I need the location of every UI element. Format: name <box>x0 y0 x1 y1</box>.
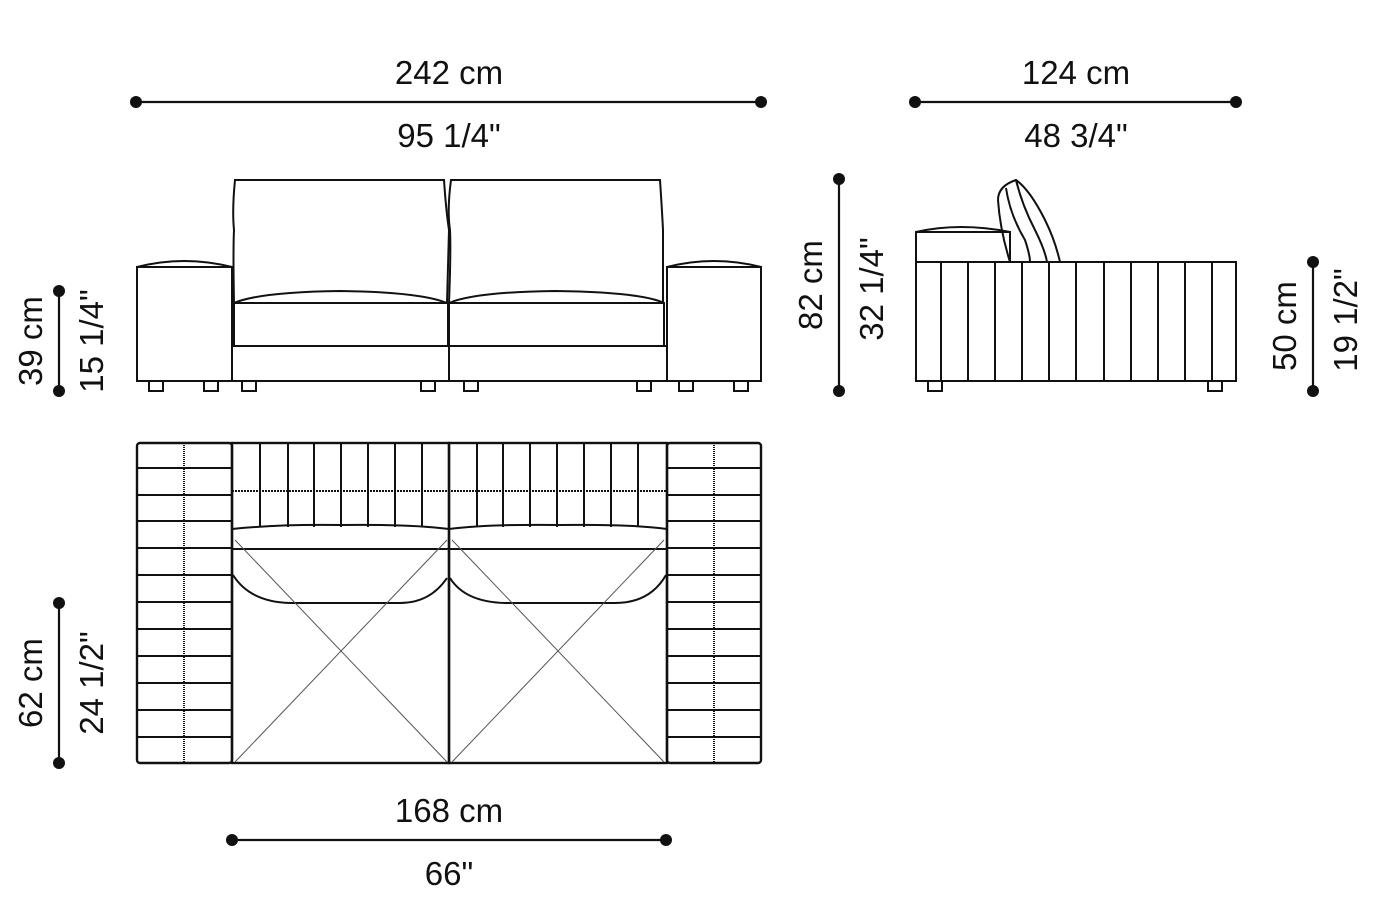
side-ribs <box>940 262 1213 381</box>
right-arm-ribs <box>667 467 761 738</box>
seat-width-dimension: 168 cm 66" <box>226 792 672 892</box>
seat-width-imperial: 66" <box>425 855 473 892</box>
seat-depth-dimension: 62 cm 24 1/2" <box>12 597 110 769</box>
seat-width-metric: 168 cm <box>395 792 503 829</box>
sofa-feet <box>148 380 749 392</box>
back-ribs <box>259 443 639 527</box>
overall-height-imperial: 32 1/4" <box>853 237 890 340</box>
side-view <box>915 178 1237 392</box>
overall-depth-imperial: 48 3/4" <box>1024 117 1127 154</box>
seat-depth-metric: 62 cm <box>12 638 49 728</box>
seat-depth-imperial: 24 1/2" <box>73 631 110 734</box>
overall-width-dimension: 242 cm 95 1/4" <box>130 54 767 154</box>
overall-width-metric: 242 cm <box>395 54 503 91</box>
overall-depth-dimension: 124 cm 48 3/4" <box>909 54 1242 154</box>
left-arm-ribs <box>137 467 232 738</box>
seat-height-imperial: 19 1/2" <box>1327 268 1364 371</box>
arm-height-dimension: 39 cm 15 1/4" <box>12 285 110 397</box>
overall-height-dimension: 82 cm 32 1/4" <box>792 173 890 397</box>
arm-height-metric: 39 cm <box>12 296 49 386</box>
seat-cross-marks <box>234 539 665 763</box>
arm-height-imperial: 15 1/4" <box>73 289 110 392</box>
seat-height-dimension: 50 cm 19 1/2" <box>1266 256 1364 397</box>
overall-width-imperial: 95 1/4" <box>397 117 500 154</box>
seat-height-metric: 50 cm <box>1266 281 1303 371</box>
front-view <box>136 179 762 392</box>
top-view <box>135 441 763 765</box>
overall-height-metric: 82 cm <box>792 240 829 330</box>
overall-depth-metric: 124 cm <box>1022 54 1130 91</box>
